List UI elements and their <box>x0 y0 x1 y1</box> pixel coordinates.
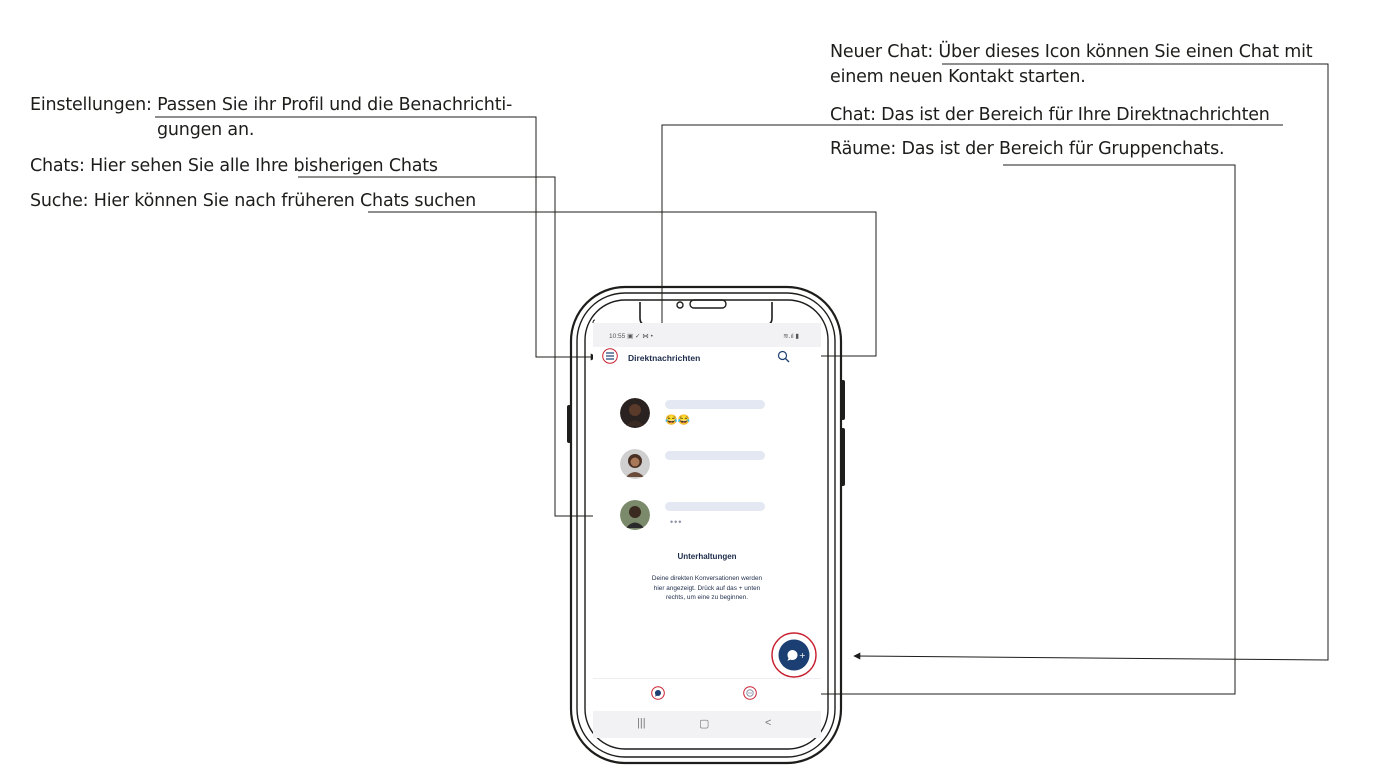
new-chat-annotation-line2: einem neuen Kontakt starten. <box>830 67 1086 87</box>
conversation-preview: 😂😂 <box>665 415 690 426</box>
status-time: 10:55 ▣ ✓ ⋈ • <box>609 333 653 340</box>
empty-state-title: Unterhaltungen <box>677 552 737 561</box>
new-chat-annotation-line1: Neuer Chat: Über dieses Icon können Sie … <box>830 42 1313 62</box>
settings-annotation-line2: gungen an. <box>157 120 255 140</box>
new-chat-connector <box>853 63 1329 661</box>
phone-side-buttons <box>567 380 845 486</box>
status-bar: 10:55 ▣ ✓ ⋈ • ≋.ıl ▮ <box>593 323 821 347</box>
search-annotation: Suche: Hier können Sie nach früheren Cha… <box>30 191 476 211</box>
rooms-icon <box>746 689 754 697</box>
rooms-connector <box>781 164 1236 698</box>
person-avatar-icon <box>620 449 650 479</box>
home-button[interactable]: ▢ <box>699 718 710 730</box>
person-avatar-icon <box>620 398 650 428</box>
direct-chat-annotation: Chat: Das ist der Bereich für Ihre Direk… <box>830 105 1270 125</box>
recent-apps-button[interactable]: ||| <box>637 717 646 729</box>
settings-annotation-label: Einstellungen: <box>30 95 152 115</box>
svg-text:+: + <box>799 651 806 660</box>
chats-connector <box>298 176 612 520</box>
new-chat-button[interactable]: + <box>771 632 817 678</box>
back-button[interactable]: < <box>765 717 772 729</box>
settings-connector <box>155 116 598 361</box>
conversation-name-placeholder <box>665 451 765 460</box>
status-icons: ≋.ıl ▮ <box>783 333 799 340</box>
search-icon[interactable] <box>777 350 790 363</box>
bottom-tab-bar <box>593 678 821 711</box>
conversation-name-placeholder <box>665 400 765 409</box>
android-nav-bar: ||| ▢ < <box>593 711 821 738</box>
phone-outline <box>569 285 843 765</box>
empty-state-text: Deine direkten Konversationen werden hie… <box>651 575 763 602</box>
settings-annotation-text-line1: Passen Sie ihr Profil und die Benachrich… <box>157 95 513 115</box>
chat-bubble-icon <box>654 689 661 697</box>
chat-plus-icon <box>787 650 798 661</box>
settings-annotation: Einstellungen: Passen Sie ihr Profil und… <box>30 93 512 117</box>
phone-screen: 10:55 ▣ ✓ ⋈ • ≋.ıl ▮ Direktnachrichten 😂… <box>593 323 821 738</box>
chats-annotation: Chats: Hier sehen Sie alle Ihre bisherig… <box>30 156 438 176</box>
menu-icon[interactable] <box>602 348 618 364</box>
search-connector <box>368 211 877 360</box>
conversation-preview: ••• <box>670 517 683 527</box>
tab-direct-messages[interactable] <box>651 686 665 700</box>
tab-rooms[interactable] <box>743 686 757 700</box>
page-title: Direktnachrichten <box>628 353 701 363</box>
conversation-name-placeholder <box>665 502 765 511</box>
person-avatar-icon <box>620 500 650 530</box>
rooms-annotation: Räume: Das ist der Bereich für Gruppench… <box>830 139 1225 159</box>
